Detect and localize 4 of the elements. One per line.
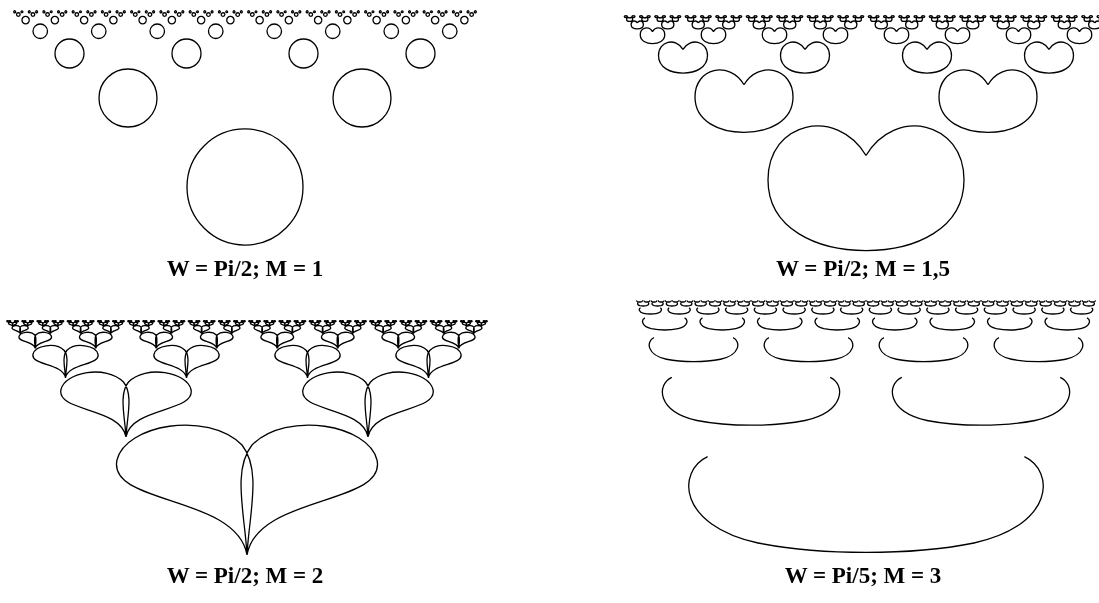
- fractal-caption: W = Pi/2; M = 1: [166, 256, 324, 282]
- fractal-caption: W = Pi/2; M = 2: [166, 563, 324, 589]
- fractal-caption: W = Pi/5; M = 3: [784, 563, 942, 589]
- fractal-caption: W = Pi/2; M = 1,5: [776, 256, 950, 282]
